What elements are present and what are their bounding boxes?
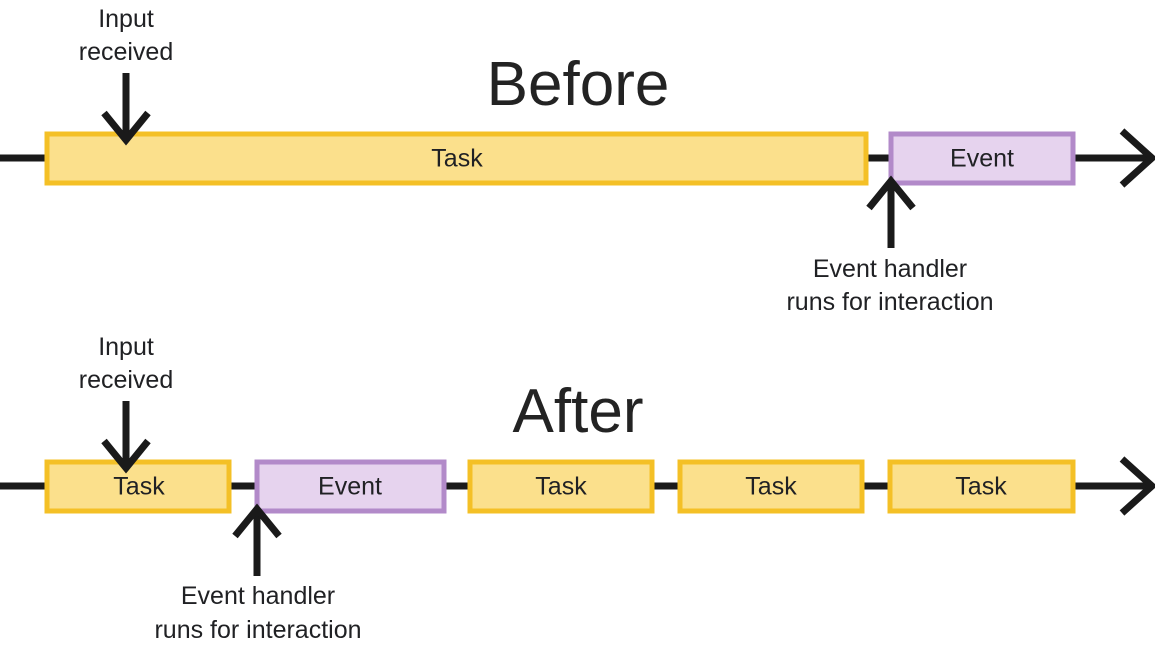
after-task-rect-1[interactable]: [44, 459, 232, 514]
after-task-block-3[interactable]: Task: [677, 459, 865, 514]
after-event-handler-arrow-up-icon: [232, 503, 282, 539]
after-event-handler-line2: runs for interaction: [154, 616, 361, 644]
before-event-handler-line2: runs for interaction: [786, 288, 993, 316]
after-event-block[interactable]: Event: [254, 459, 447, 514]
before-timeline-arrowhead-icon: [1119, 128, 1155, 188]
after-task-rect-4[interactable]: [887, 459, 1076, 514]
after-task-block-4[interactable]: Task: [887, 459, 1076, 514]
before-input-received-annotation: Input received: [79, 5, 174, 146]
before-event-rect[interactable]: [888, 131, 1076, 186]
before-input-received-line1: Input: [98, 5, 154, 33]
before-task-rect[interactable]: [44, 131, 869, 186]
before-event-block[interactable]: Event: [888, 131, 1076, 186]
after-timeline-arrowhead-icon: [1119, 456, 1155, 516]
after-event-handler-line1: Event handler: [181, 582, 335, 610]
before-task-block[interactable]: Task: [44, 131, 869, 186]
before-event-handler-line1: Event handler: [813, 255, 967, 283]
after-event-handler-annotation: Event handler runs for interaction: [154, 503, 362, 644]
before-section: Before Task Event Input received: [0, 5, 1155, 316]
after-task-label-1: Task: [113, 473, 165, 501]
after-task-rect-2[interactable]: [467, 459, 655, 514]
before-task-label: Task: [431, 145, 483, 173]
before-input-arrow-down-icon: [101, 110, 151, 146]
after-title: After: [513, 377, 644, 446]
after-input-arrow-down-icon: [101, 438, 151, 474]
after-task-label-2: Task: [535, 473, 587, 501]
after-task-label-3: Task: [745, 473, 797, 501]
before-event-handler-arrow-up-icon: [866, 175, 916, 211]
after-event-rect[interactable]: [254, 459, 447, 514]
after-task-block-2[interactable]: Task: [467, 459, 655, 514]
before-input-received-line2: received: [79, 38, 174, 66]
after-task-label-4: Task: [955, 473, 1007, 501]
after-input-received-line2: received: [79, 366, 174, 394]
before-event-label: Event: [950, 145, 1014, 173]
before-event-handler-annotation: Event handler runs for interaction: [786, 175, 994, 316]
after-input-received-line1: Input: [98, 333, 154, 361]
after-task-rect-3[interactable]: [677, 459, 865, 514]
after-input-received-annotation: Input received: [79, 333, 174, 474]
after-event-label: Event: [318, 473, 382, 501]
after-task-block-1[interactable]: Task: [44, 459, 232, 514]
before-title: Before: [487, 50, 670, 119]
after-section: After Task Event: [0, 333, 1155, 644]
